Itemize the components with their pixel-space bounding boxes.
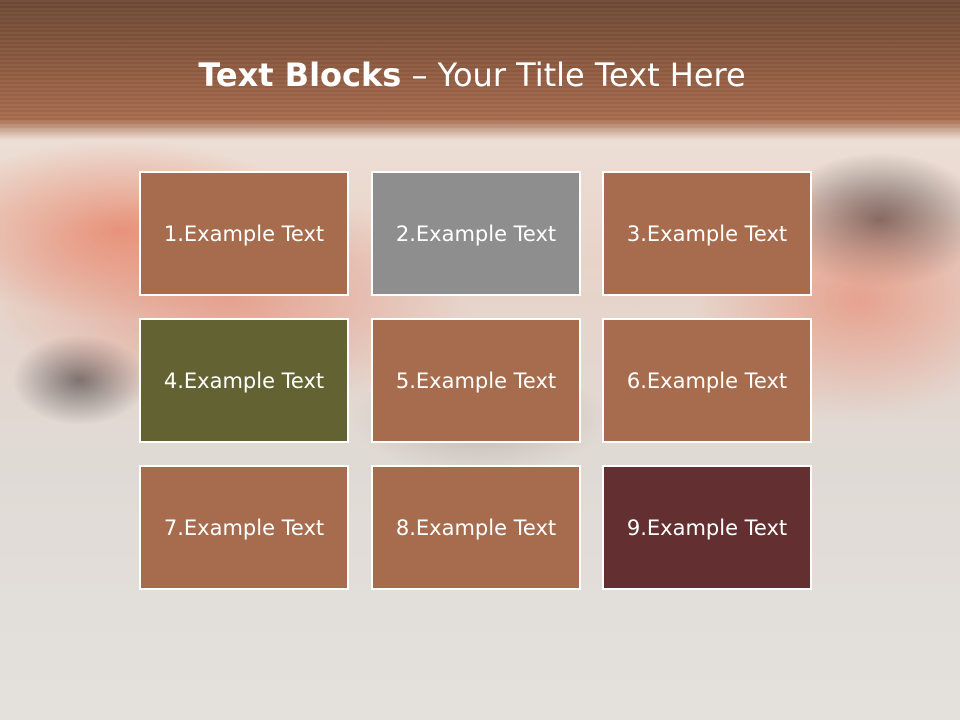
text-block-5[interactable]: 5.Example Text [371, 318, 581, 443]
text-block-label: 4.Example Text [163, 368, 325, 393]
text-block-label: 5.Example Text [395, 368, 557, 393]
text-block-9[interactable]: 9.Example Text [602, 465, 812, 590]
text-block-label: 3.Example Text [626, 221, 788, 246]
text-block-3[interactable]: 3.Example Text [602, 171, 812, 296]
title-bold: Text Blocks [198, 56, 402, 94]
text-block-label: 9.Example Text [626, 515, 788, 540]
title-rest: Your Title Text Here [437, 56, 746, 94]
text-block-label: 7.Example Text [163, 515, 325, 540]
slide-title: Text Blocks – Your Title Text Here [0, 52, 944, 98]
text-block-6[interactable]: 6.Example Text [602, 318, 812, 443]
text-block-4[interactable]: 4.Example Text [139, 318, 349, 443]
title-dash: – [401, 56, 438, 94]
text-block-label: 8.Example Text [395, 515, 557, 540]
text-block-label: 6.Example Text [626, 368, 788, 393]
text-block-label: 1.Example Text [163, 221, 325, 246]
header-texture [0, 0, 960, 130]
header-band [0, 0, 960, 140]
text-block-7[interactable]: 7.Example Text [139, 465, 349, 590]
text-block-8[interactable]: 8.Example Text [371, 465, 581, 590]
text-block-1[interactable]: 1.Example Text [139, 171, 349, 296]
text-block-2[interactable]: 2.Example Text [371, 171, 581, 296]
text-block-label: 2.Example Text [395, 221, 557, 246]
